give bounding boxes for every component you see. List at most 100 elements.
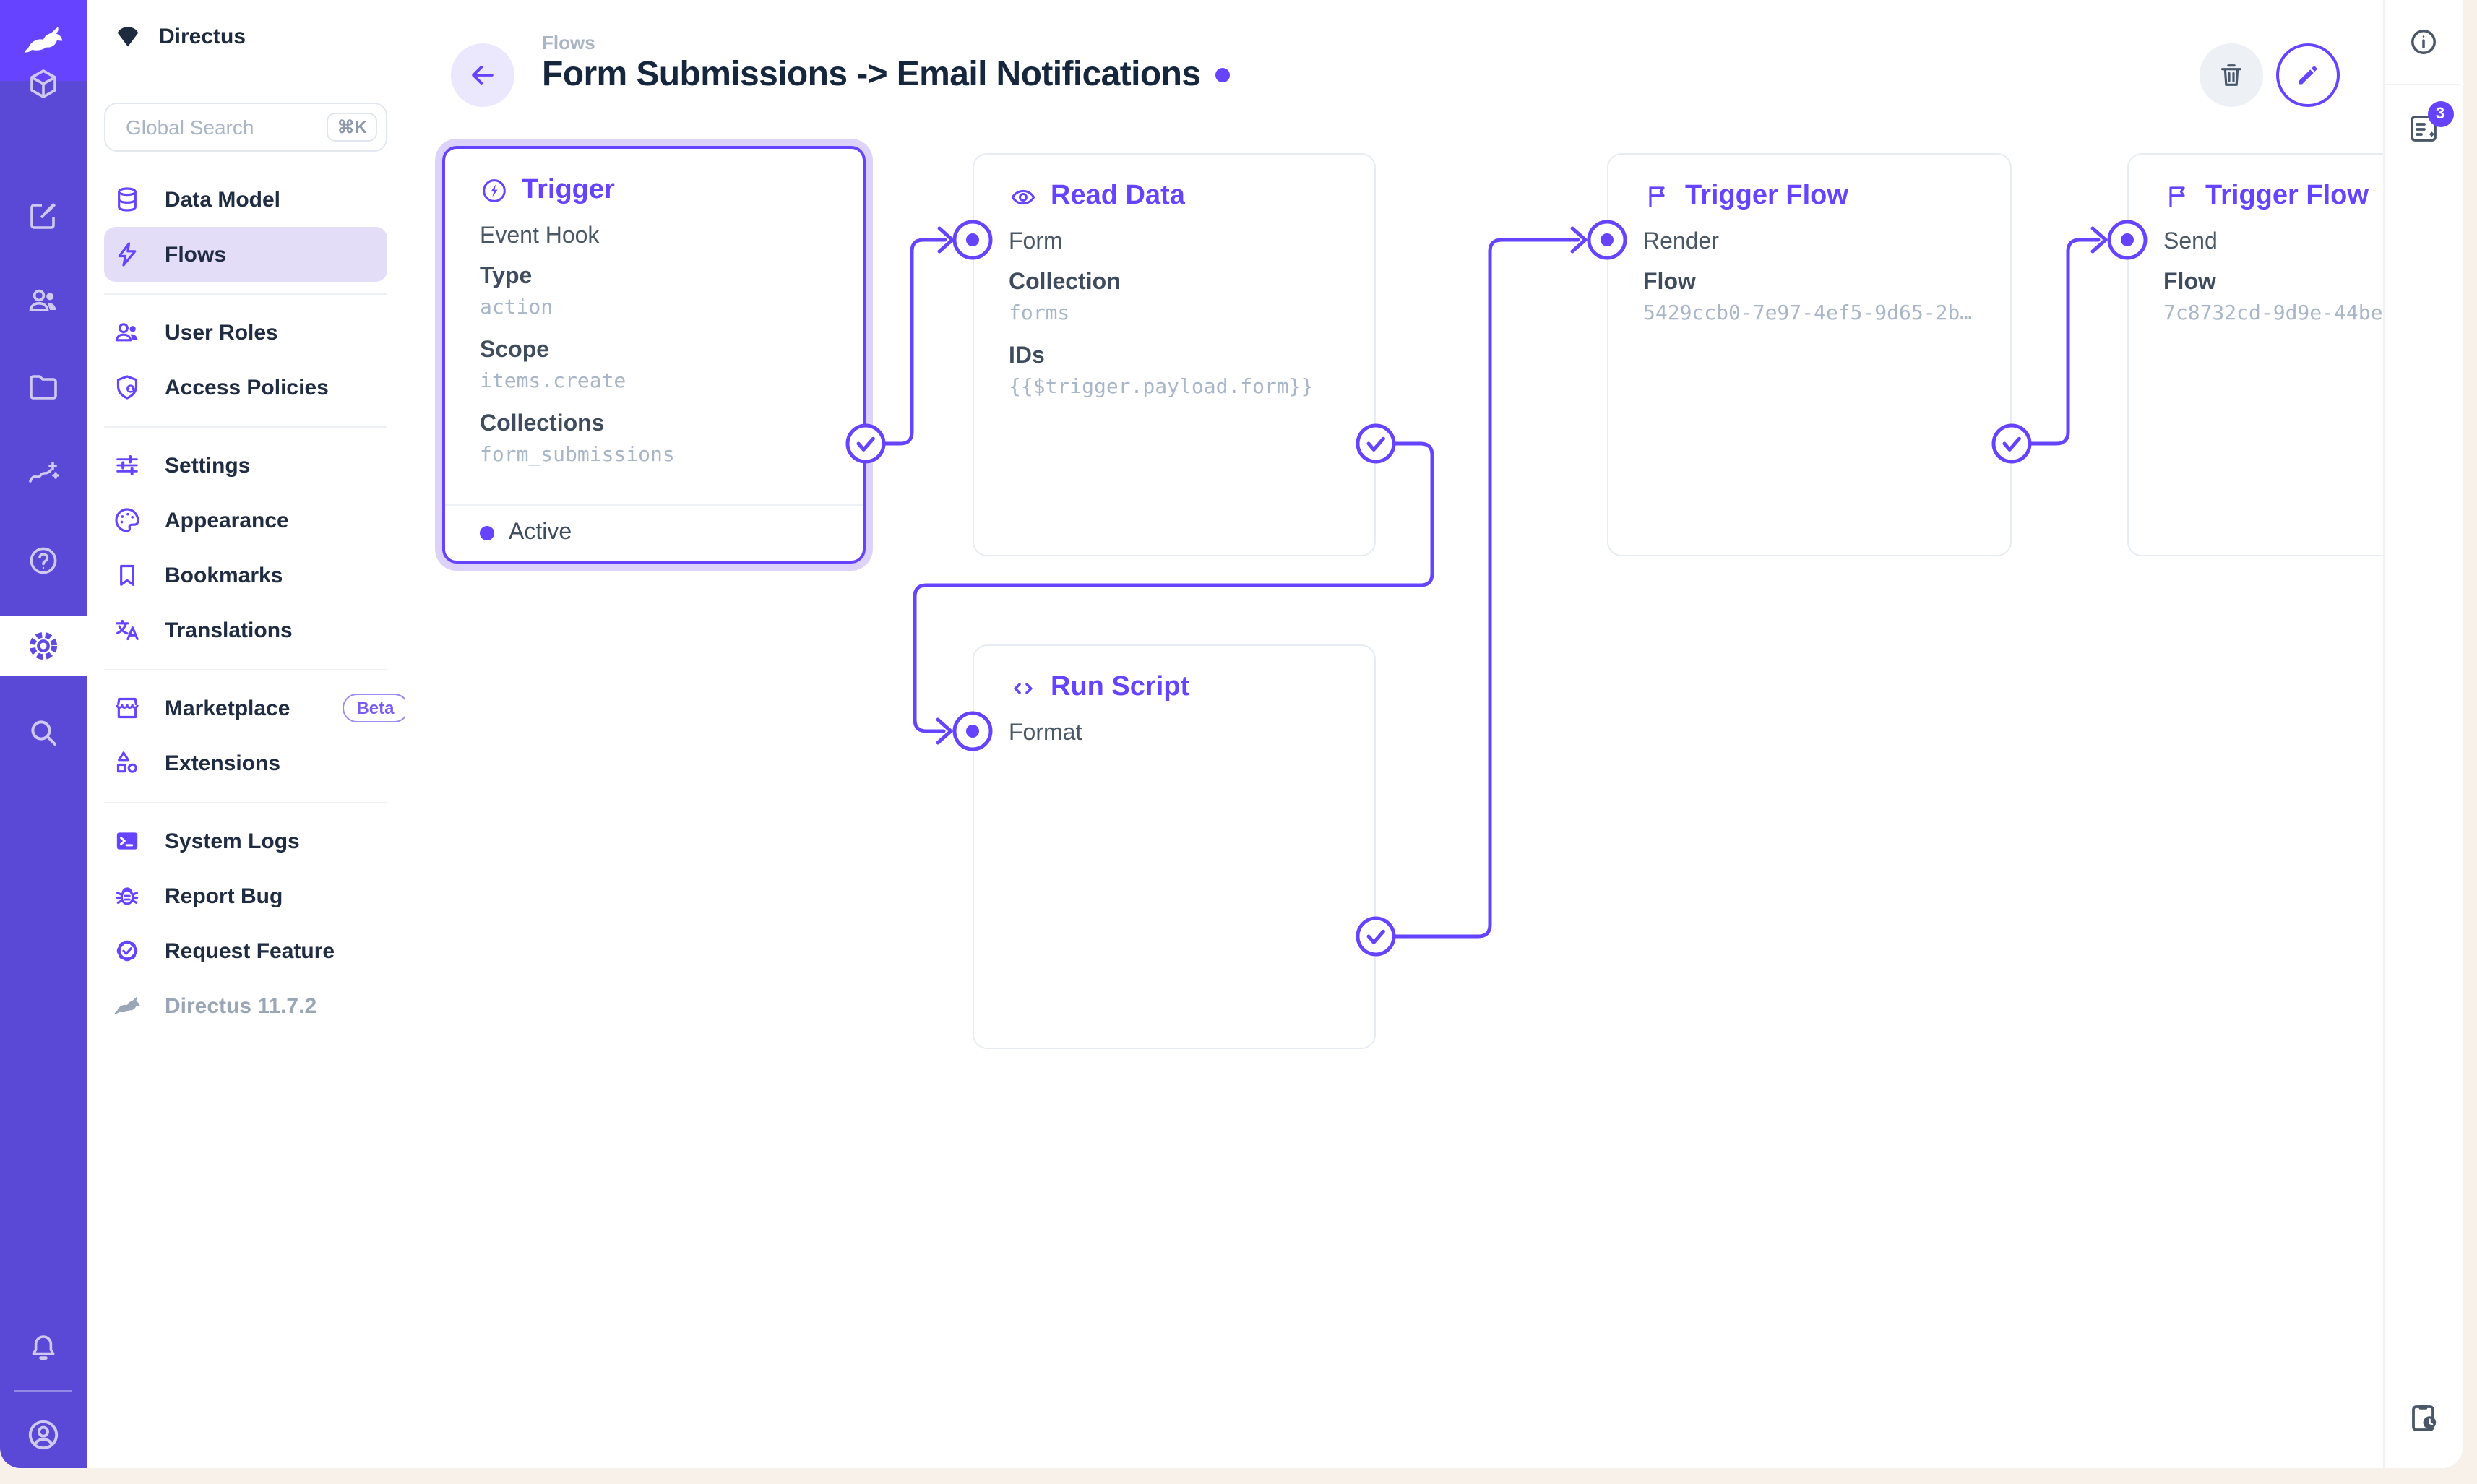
panel-name: Format <box>1009 721 1082 746</box>
panel-title: Trigger <box>522 175 615 205</box>
page-title-row: Form Submissions -> Email Notifications <box>542 55 1230 95</box>
field-label: Type <box>480 264 533 289</box>
sidebar-divider <box>104 668 387 670</box>
panel-title: Read Data <box>1051 181 1185 211</box>
panel-title: Run Script <box>1051 672 1190 702</box>
sidebar-item-access-policies[interactable]: Access Policies <box>104 360 387 415</box>
terminal-icon <box>113 827 142 855</box>
database-icon <box>113 185 142 214</box>
sidebar-item-data-model[interactable]: Data Model <box>104 172 387 227</box>
module-users[interactable] <box>0 269 87 332</box>
panel-name: Form <box>1009 230 1063 254</box>
field-label: Flow <box>1643 270 1696 295</box>
shield-user-icon <box>113 373 142 402</box>
flow-panel-read-data[interactable]: Read Data Form Collection forms IDs {{$t… <box>973 153 1376 556</box>
wire-run-script-to-trigger-flow-render <box>1392 238 1580 939</box>
sidebar-item-extensions[interactable]: Extensions <box>104 735 387 790</box>
flow-panel-run-script[interactable]: Run Script Format <box>973 644 1376 1049</box>
module-insights[interactable] <box>0 442 87 506</box>
sidebar-item-user-roles[interactable]: User Roles <box>104 305 387 360</box>
logs-button[interactable]: 3 <box>2385 98 2461 159</box>
trigger-status: Active <box>445 504 863 561</box>
breadcrumb[interactable]: Flows <box>542 32 595 53</box>
notifications-button[interactable] <box>0 1316 87 1380</box>
rail-divider <box>2385 84 2461 85</box>
sidebar-item-version[interactable]: Directus 11.7.2 <box>104 978 387 1033</box>
sidebar-item-label: Flows <box>165 242 227 267</box>
panel-name: Send <box>2163 230 2218 254</box>
panel-title: Trigger Flow <box>2205 181 2369 211</box>
sidebar-item-label: Extensions <box>165 751 281 775</box>
sidebar-item-label: Access Policies <box>165 375 329 400</box>
sidebar-item-request-feature[interactable]: Request Feature <box>104 923 387 978</box>
sidebar-divider <box>104 293 387 294</box>
account-button[interactable] <box>0 1403 87 1467</box>
project-header[interactable]: Directus <box>114 23 246 51</box>
rabbit-icon <box>113 991 142 1020</box>
trash-icon <box>2220 64 2242 86</box>
directus-logo[interactable] <box>0 0 87 81</box>
module-search[interactable] <box>0 701 87 764</box>
sidebar-item-label: Request Feature <box>165 939 335 963</box>
module-content[interactable] <box>0 52 87 116</box>
search-placeholder: Global Search <box>126 116 254 139</box>
sidebar-item-label: Translations <box>165 618 293 642</box>
rabbit-icon <box>24 27 63 53</box>
flow-panel-trigger-flow-send[interactable]: Trigger Flow Send Flow 7c8732cd-9d9e-44b… <box>2127 153 2383 556</box>
sidebar-item-label: User Roles <box>165 320 278 345</box>
flag-icon <box>1643 182 1672 211</box>
sidebar-item-label: Report Bug <box>165 884 283 908</box>
right-rail: 3 <box>2383 0 2463 1468</box>
sidebar-item-flows[interactable]: Flows <box>104 227 387 282</box>
tune-icon <box>113 451 142 480</box>
delete-flow-button[interactable] <box>2200 43 2263 107</box>
info-icon <box>2411 30 2435 54</box>
sidebar-item-report-bug[interactable]: Report Bug <box>104 868 387 923</box>
seal-check-icon <box>113 936 142 965</box>
pending-revisions-button[interactable] <box>2385 1387 2461 1448</box>
sidebar-item-translations[interactable]: Translations <box>104 603 387 657</box>
arrow-left-icon <box>472 66 494 85</box>
search-shortcut: ⌘K <box>327 113 377 142</box>
version-label: Directus 11.7.2 <box>165 993 317 1018</box>
module-editor[interactable] <box>0 184 87 247</box>
flow-panel-trigger-flow-render[interactable]: Trigger Flow Render Flow 5429ccb0-7e97-4… <box>1607 153 2012 556</box>
sidebar-divider <box>104 801 387 803</box>
field-value: items.create <box>480 370 626 393</box>
code-icon <box>1009 673 1038 702</box>
edit-flow-button[interactable] <box>2276 43 2340 107</box>
help-icon <box>30 547 57 574</box>
module-files[interactable] <box>0 355 87 419</box>
sidebar-item-settings[interactable]: Settings <box>104 438 387 493</box>
field-label: Scope <box>480 338 550 363</box>
clipboard-clock-icon <box>2411 1405 2436 1431</box>
sidebar-item-appearance[interactable]: Appearance <box>104 493 387 548</box>
status-label: Active <box>509 520 572 545</box>
sidebar-divider <box>104 426 387 427</box>
sidebar-item-bookmarks[interactable]: Bookmarks <box>104 548 387 603</box>
people-icon <box>113 318 142 347</box>
global-search-input[interactable]: Global Search ⌘K <box>104 103 387 152</box>
bug-icon <box>113 881 142 910</box>
sidebar-item-marketplace[interactable]: Marketplace Beta <box>104 681 409 735</box>
sidebar-nav: Data Model Flows User Roles Access Polic… <box>87 172 409 1033</box>
storefront-icon <box>113 694 142 722</box>
info-button[interactable] <box>2385 12 2461 72</box>
back-button[interactable] <box>451 43 514 107</box>
sidebar-item-system-logs[interactable]: System Logs <box>104 814 387 868</box>
arrowhead <box>936 717 953 745</box>
account-circle-icon <box>28 1420 59 1450</box>
flow-canvas[interactable]: Flows Form Submissions -> Email Notifica… <box>405 0 2383 1468</box>
insights-icon <box>29 462 59 483</box>
project-logo-icon <box>117 27 139 47</box>
module-settings[interactable] <box>0 616 87 676</box>
panel-title: Trigger Flow <box>1685 181 1848 211</box>
module-help[interactable] <box>0 529 87 592</box>
flow-panel-trigger[interactable]: Trigger Event Hook Type action Scope ite… <box>442 146 866 564</box>
search-icon <box>31 720 56 746</box>
sidebar-item-label: Settings <box>165 453 251 478</box>
field-value: forms <box>1009 302 1070 325</box>
sidebar-item-label: Data Model <box>165 187 281 212</box>
logs-icon <box>2410 116 2436 142</box>
